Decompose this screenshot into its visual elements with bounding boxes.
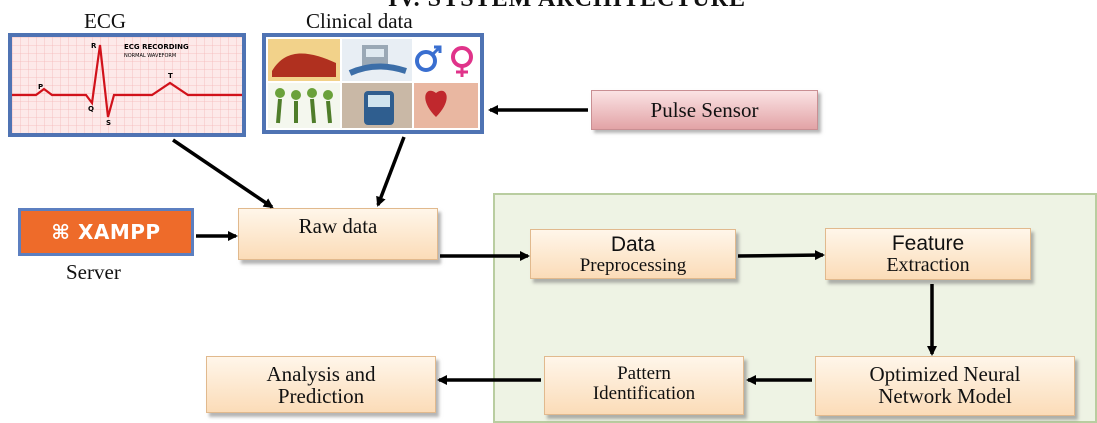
xampp-icon: ⌘ bbox=[51, 220, 71, 244]
server-label: Server bbox=[66, 260, 121, 284]
xampp-logo: ⌘ XAMPP bbox=[18, 208, 194, 256]
feature-line2: Extraction bbox=[886, 254, 970, 277]
arrow-preprocessing-to-feature bbox=[737, 250, 825, 261]
preprocessing-line2: Preprocessing bbox=[579, 255, 687, 277]
arrow-ecg-to-raw bbox=[172, 138, 274, 209]
xampp-text: XAMPP bbox=[77, 220, 161, 244]
peak-s: S bbox=[106, 119, 111, 127]
feature-box: Feature Extraction bbox=[825, 228, 1031, 280]
analysis-line1: Analysis and bbox=[266, 362, 376, 386]
peak-r: R bbox=[91, 42, 97, 50]
ecg-waveform: ECG RECORDING NORMAL WAVEFORM P Q R S T bbox=[12, 37, 242, 133]
pattern-line2: Identification bbox=[592, 382, 696, 404]
clinical-collage bbox=[266, 37, 480, 130]
clinical-label: Clinical data bbox=[306, 9, 413, 33]
peak-p: P bbox=[38, 83, 43, 91]
preprocessing-line1: Data bbox=[610, 233, 656, 256]
clinical-image bbox=[262, 33, 484, 134]
analysis-box: Analysis and Prediction bbox=[206, 356, 436, 413]
pattern-line1: Pattern bbox=[617, 363, 671, 384]
ecg-label: ECG bbox=[84, 9, 126, 33]
peak-q: Q bbox=[88, 105, 94, 113]
ecg-image: ECG RECORDING NORMAL WAVEFORM P Q R S T bbox=[8, 33, 246, 137]
analysis-line2: Prediction bbox=[277, 384, 365, 409]
diagram-title: IV. SYSTEM ARCHITECTURE bbox=[388, 0, 746, 13]
raw-data-box: Raw data bbox=[238, 208, 438, 260]
neural-line2: Network Model bbox=[878, 384, 1012, 409]
ecg-title-2: NORMAL WAVEFORM bbox=[124, 53, 176, 59]
neural-line1: Optimized Neural bbox=[869, 362, 1021, 386]
ecg-title-1: ECG RECORDING bbox=[124, 43, 189, 51]
raw-data-label: Raw data bbox=[298, 214, 378, 238]
arrow-clinical-to-raw bbox=[376, 136, 406, 207]
pulse-sensor-box: Pulse Sensor bbox=[591, 90, 818, 130]
peak-t: T bbox=[168, 72, 173, 80]
pattern-box: Pattern Identification bbox=[544, 356, 744, 415]
neural-network-box: Optimized Neural Network Model bbox=[815, 356, 1075, 416]
feature-line1: Feature bbox=[891, 232, 965, 255]
preprocessing-box: Data Preprocessing bbox=[530, 229, 736, 279]
